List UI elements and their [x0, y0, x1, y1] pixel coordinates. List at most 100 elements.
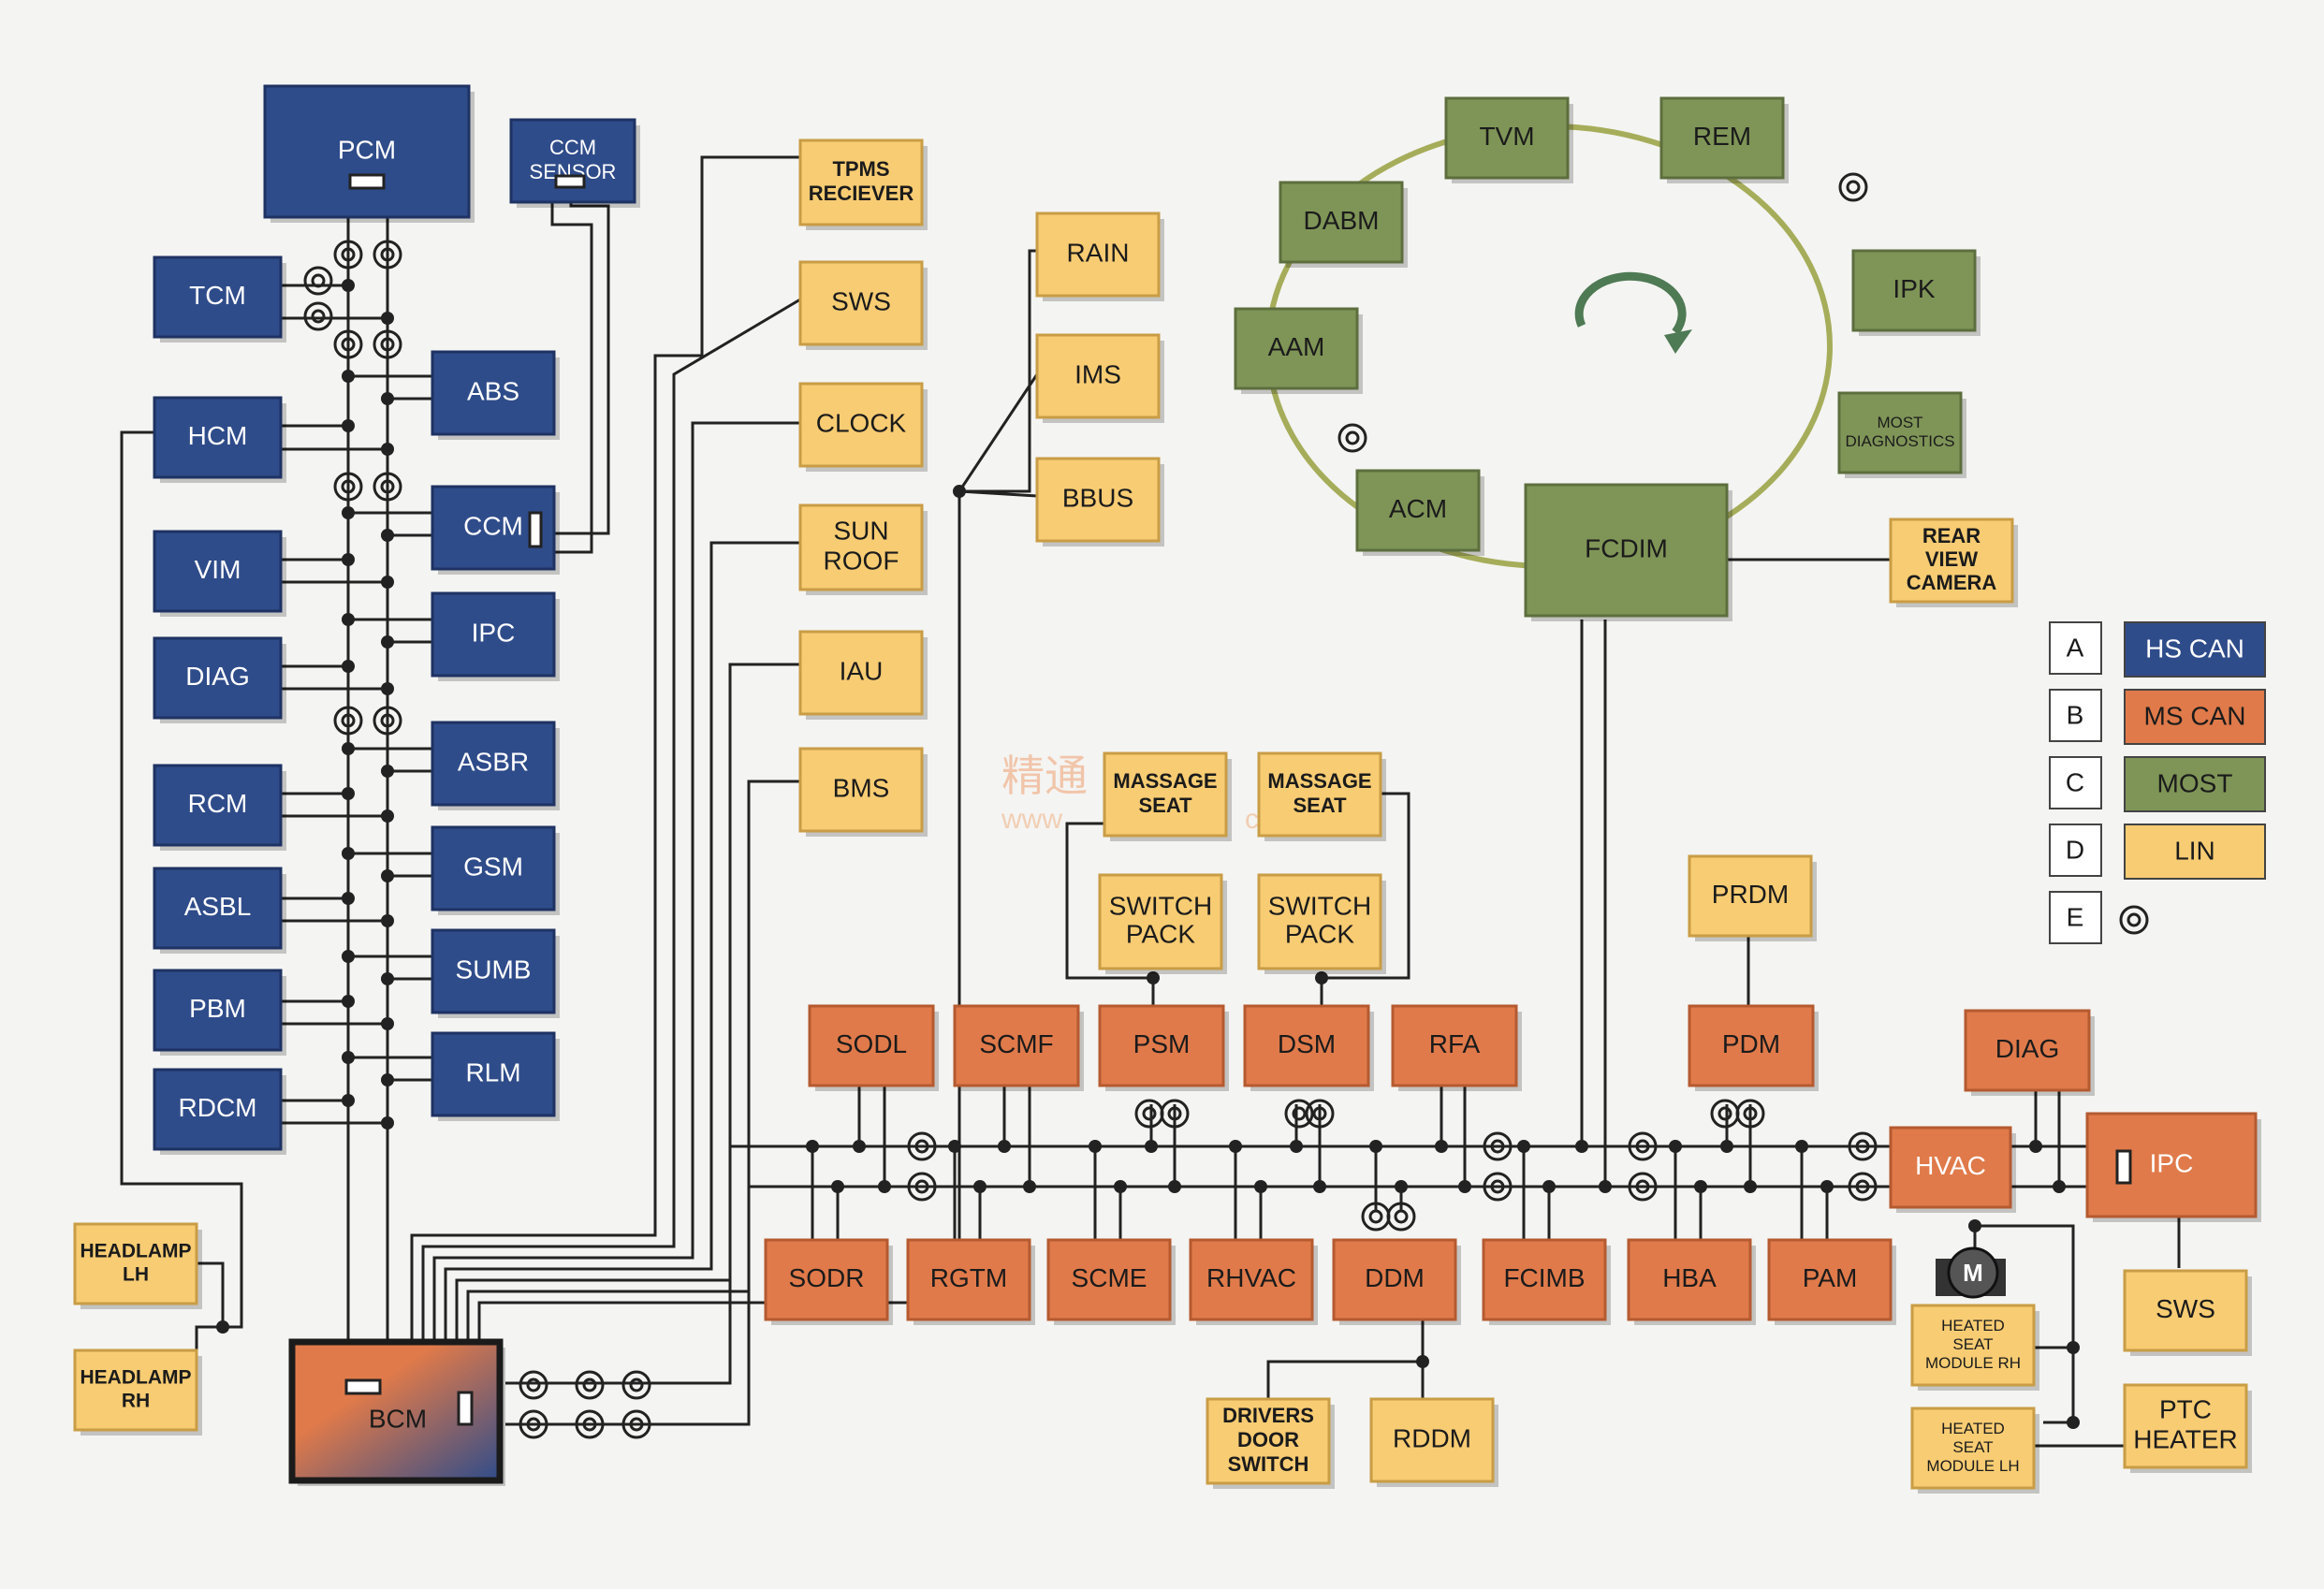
termination-resistor-icon — [621, 1409, 651, 1439]
termination-resistor-icon — [1483, 1131, 1513, 1161]
termination-resistor-icon — [373, 329, 402, 359]
prdm-module: PRDM — [1688, 854, 1817, 941]
termination-resistor-icon — [1735, 1099, 1765, 1129]
junction-node — [342, 787, 355, 800]
junction-node — [342, 847, 355, 860]
junction-node — [342, 553, 355, 566]
rhvac-module: RHVAC — [1189, 1238, 1318, 1325]
asbr-module: ASBR — [431, 721, 560, 810]
dsm-module: DSM — [1243, 1004, 1374, 1091]
junction-node — [1599, 1180, 1612, 1193]
sodr-label: SODR — [789, 1263, 865, 1292]
massage-seat-2-label: SEAT — [1293, 794, 1347, 817]
termination-resistor-icon — [575, 1409, 605, 1439]
tpms-label: RECIEVER — [809, 182, 914, 205]
junction-node — [381, 635, 394, 649]
sws-top-module: SWS — [798, 260, 928, 350]
junction-node — [381, 576, 394, 589]
headlamp-rh-label: HEADLAMP — [80, 1367, 192, 1389]
ddm-label: DDM — [1365, 1263, 1425, 1292]
junction-node — [1669, 1140, 1682, 1153]
pbm-module: PBM — [153, 969, 286, 1056]
most-diag-label: MOST — [1877, 414, 1922, 431]
hba-label: HBA — [1662, 1263, 1717, 1292]
junction-node — [1147, 971, 1160, 984]
heated-lh-label: HEATED — [1941, 1420, 2005, 1437]
scmf-module: SCMF — [953, 1004, 1084, 1091]
junction-node — [1575, 1140, 1588, 1153]
termination-resistor-icon — [1284, 1099, 1314, 1129]
tvm-module: TVM — [1444, 96, 1573, 183]
switch-pack-2-label: SWITCH — [1268, 891, 1371, 920]
sodr-module: SODR — [764, 1238, 893, 1325]
legend-key: B — [2067, 700, 2084, 729]
termination-resistor-icon — [333, 472, 363, 502]
rain-module: RAIN — [1035, 211, 1164, 301]
junction-node — [2029, 1140, 2042, 1153]
hvac-module: HVAC — [1889, 1126, 2016, 1213]
legend-label: MOST — [2157, 768, 2233, 797]
ims-module: IMS — [1035, 333, 1164, 423]
termination-resistor-icon — [373, 706, 402, 736]
most-diag-label: DIAGNOSTICS — [1845, 432, 1954, 450]
psm-module: PSM — [1098, 1004, 1229, 1091]
watermark-text: 精通 — [1001, 751, 1088, 801]
massage-seat-1-label: SEAT — [1138, 794, 1192, 817]
fcdim-label: FCDIM — [1585, 533, 1668, 562]
rain-label: RAIN — [1067, 238, 1130, 267]
rcm-module: RCM — [153, 764, 286, 851]
legend-key: C — [2066, 767, 2084, 796]
sodl-label: SODL — [836, 1029, 907, 1058]
rdcm-module: RDCM — [153, 1068, 286, 1155]
massage-seat-2-label: MASSAGE — [1267, 769, 1371, 793]
gsm-label: GSM — [463, 852, 523, 881]
junction-node — [216, 1320, 229, 1334]
rfa-label: RFA — [1429, 1029, 1481, 1058]
legend-label: MS CAN — [2144, 701, 2246, 730]
termination-resistor-icon — [333, 240, 363, 270]
termination-resistor-icon — [1848, 1172, 1878, 1202]
legend-label: LIN — [2174, 836, 2215, 865]
ring-direction-arrow — [1574, 271, 1687, 335]
drivers-door-label: DRIVERS — [1222, 1404, 1314, 1427]
fcimb-module: FCIMB — [1482, 1238, 1611, 1325]
junction-nodes — [216, 279, 2080, 1429]
acm-module: ACM — [1355, 469, 1484, 556]
connector-icon — [2115, 1149, 2132, 1185]
junction-node — [381, 972, 394, 985]
junction-node — [342, 506, 355, 519]
psm-label: PSM — [1133, 1029, 1191, 1058]
termination-resistor-icon — [1134, 1099, 1164, 1129]
junction-node — [1089, 1140, 1102, 1153]
junction-node — [342, 660, 355, 673]
watermark-url: www — [1001, 804, 1062, 835]
ipc-right-label: IPC — [2150, 1148, 2194, 1177]
switch-pack-1-label: SWITCH — [1109, 891, 1212, 920]
rhvac-label: RHVAC — [1206, 1263, 1296, 1292]
junction-node — [1694, 1180, 1707, 1193]
clock-label: CLOCK — [816, 408, 907, 437]
pcm-module: PCM — [263, 84, 475, 223]
ipc-left-label: IPC — [472, 618, 516, 647]
diag-left-module: DIAG — [153, 636, 286, 723]
tvm-label: TVM — [1479, 122, 1534, 151]
junction-node — [342, 950, 355, 963]
hba-module: HBA — [1627, 1238, 1756, 1325]
junction-node — [831, 1180, 844, 1193]
junction-node — [1229, 1140, 1242, 1153]
termination-resistor-icon — [1337, 423, 1367, 453]
termination-resistor-icon — [621, 1370, 651, 1400]
junction-node — [953, 485, 966, 498]
junction-node — [1145, 1140, 1158, 1153]
rddm-module: RDDM — [1369, 1397, 1498, 1487]
termination-resistor-icon — [2119, 905, 2149, 935]
